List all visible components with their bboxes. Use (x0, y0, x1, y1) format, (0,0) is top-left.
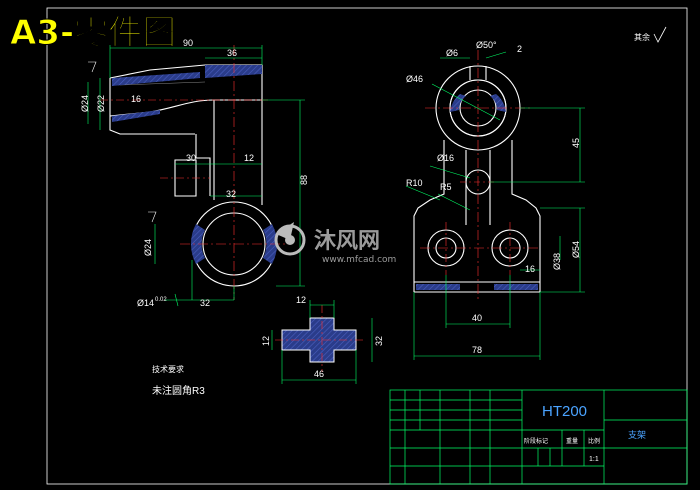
dim-78: 78 (472, 345, 482, 355)
material-label: HT200 (542, 403, 587, 420)
dim-88: 88 (299, 175, 309, 185)
dim-phi6: Ø6 (446, 48, 458, 58)
technical-notes: 技术要求 未注圆角R3 (152, 364, 205, 397)
dim-16-side: 16 (525, 264, 535, 274)
dim-phi38: Ø38 (552, 253, 562, 270)
drawing-name: 支架 (628, 429, 646, 441)
roughness-marks (88, 61, 157, 223)
tech-notes-line: 未注圆角R3 (152, 384, 205, 397)
tb-header-mark: 阶段标记 (524, 437, 548, 445)
dim-32-bottom: 32 (200, 298, 210, 308)
tech-notes-heading: 技术要求 (152, 364, 184, 374)
dim-phi46: Ø46 (406, 74, 423, 84)
tb-header-weight: 重量 (566, 437, 578, 445)
sec-dim-12-left: 12 (261, 336, 271, 346)
dim-40: 40 (472, 313, 482, 323)
sec-dim-32: 32 (374, 336, 384, 346)
dim-2: 2 (517, 44, 522, 54)
dim-16: 16 (131, 94, 141, 104)
drawing-border (46, 7, 688, 485)
dim-36: 36 (227, 48, 237, 58)
side-view-dimensions (405, 51, 585, 360)
front-view (100, 45, 292, 300)
front-view-dim-text: 90 36 16 Ø24 Ø22 30 12 32 88 Ø24 Ø14 0.0… (80, 38, 309, 308)
watermark-brand: 沐风网 (314, 229, 380, 254)
dim-tol: 0.02 (155, 297, 167, 303)
sec-dim-12-top: 12 (296, 295, 306, 305)
sheet-title: A3-零件图 (10, 13, 176, 53)
title-block (389, 389, 688, 485)
front-view-dimensions (87, 45, 305, 307)
watermark-logo (274, 222, 306, 256)
dim-dia22: Ø22 (96, 95, 106, 112)
side-view (413, 50, 541, 300)
watermark-url: www.mfcad.com (322, 255, 396, 265)
scale-value: 1:1 (589, 456, 599, 463)
dim-45: 45 (571, 138, 581, 148)
title-block-text: HT200 支架 阶段标记 重量 比例 1:1 (524, 403, 646, 463)
dim-phi50deg: Ø50° (476, 40, 497, 50)
side-view-dim-text: Ø6 Ø50° 2 Ø46 45 Ø16 R10 R5 Ø54 Ø38 16 4… (406, 40, 581, 355)
watermark: 沐风网 www.mfcad.com (274, 222, 396, 265)
sec-dim-46: 46 (314, 369, 324, 379)
dim-30: 30 (186, 153, 196, 163)
dim-r10: R10 (406, 178, 423, 188)
dim-dia14: Ø14 (137, 298, 154, 308)
cross-section: 12 12 32 46 (261, 295, 384, 384)
surface-roughness-symbol: 其余 (634, 26, 667, 43)
dim-r5: R5 (440, 182, 452, 192)
dim-dia24-ring: Ø24 (143, 239, 153, 256)
dim-phi16: Ø16 (437, 153, 454, 163)
dim-phi54: Ø54 (571, 241, 581, 258)
dim-12: 12 (244, 153, 254, 163)
dim-90: 90 (183, 38, 193, 48)
tb-header-scale: 比例 (588, 437, 600, 445)
dim-32: 32 (226, 189, 236, 199)
roughness-note: 其余 (634, 32, 650, 42)
dim-dia24-top: Ø24 (80, 95, 90, 112)
